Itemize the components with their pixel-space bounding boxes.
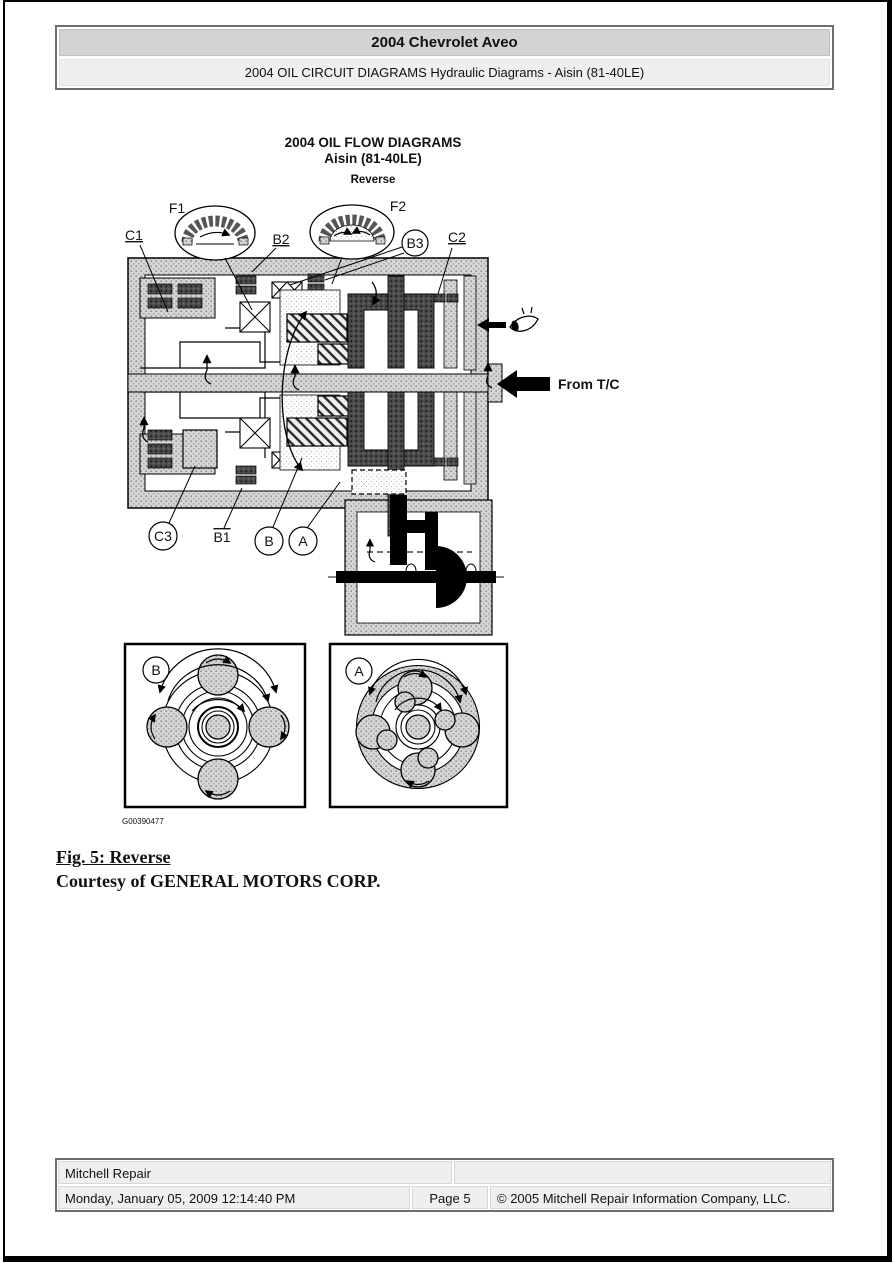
figure-title-line3: Reverse [350, 174, 396, 186]
label-b1: B1 [213, 529, 230, 545]
main-shaft [127, 363, 503, 403]
detail-b-box: B [123, 642, 307, 809]
f2-clutch-symbol [309, 204, 395, 285]
pump-internals [328, 495, 504, 608]
footer-brand: Mitchell Repair [58, 1161, 452, 1184]
oil-flow-diagram: F1 F2 C1 B2 B3 C2 C3 B1 B A From T/C [122, 198, 619, 826]
view-eye-icon [477, 306, 539, 332]
accumulator-a [351, 469, 407, 495]
label-b2: B2 [272, 231, 289, 247]
f1-clutch-symbol [174, 205, 256, 311]
figure-caption: Fig. 5: Reverse Courtesy of GENERAL MOTO… [56, 845, 381, 893]
graphic-id: G00390477 [122, 817, 164, 826]
label-b: B [264, 533, 273, 549]
figure-title-line1: 2004 OIL FLOW DIAGRAMS [284, 135, 462, 150]
label-f1: F1 [169, 200, 186, 216]
footer-table: Mitchell Repair Monday, January 05, 2009… [55, 1158, 834, 1212]
footer-page-number: Page 5 [412, 1186, 488, 1209]
figure-number: Fig. 5: Reverse [56, 847, 171, 867]
label-c3: C3 [154, 528, 172, 544]
header-table: 2004 Chevrolet Aveo 2004 OIL CIRCUIT DIA… [55, 25, 834, 90]
footer-datetime: Monday, January 05, 2009 12:14:40 PM [58, 1186, 410, 1209]
from-tc-label: From T/C [558, 376, 619, 392]
flow-arrows [139, 281, 493, 472]
figure-courtesy: Courtesy of GENERAL MOTORS CORP. [56, 871, 381, 891]
label-f2: F2 [390, 198, 407, 214]
detail-a-label: A [354, 663, 364, 679]
page-title: 2004 Chevrolet Aveo [59, 29, 830, 56]
footer-copyright: © 2005 Mitchell Repair Information Compa… [490, 1186, 831, 1209]
page-subtitle: 2004 OIL CIRCUIT DIAGRAMS Hydraulic Diag… [59, 59, 830, 86]
detail-b-label: B [151, 662, 160, 678]
footer-empty-cell [454, 1161, 831, 1184]
label-b3: B3 [406, 235, 423, 251]
label-c2: C2 [448, 229, 466, 245]
detail-a-box: A [328, 642, 509, 809]
component-labels: F1 F2 C1 B2 B3 C2 C3 B1 B A [125, 198, 466, 556]
figure-title-block: 2004 OIL FLOW DIAGRAMS Aisin (81-40LE) R… [173, 135, 573, 188]
upper-gear-train [139, 273, 477, 371]
from-tc-arrow: From T/C [497, 370, 619, 398]
figure-title-line2: Aisin (81-40LE) [324, 151, 422, 166]
label-a: A [298, 533, 308, 549]
label-c1: C1 [125, 227, 143, 243]
